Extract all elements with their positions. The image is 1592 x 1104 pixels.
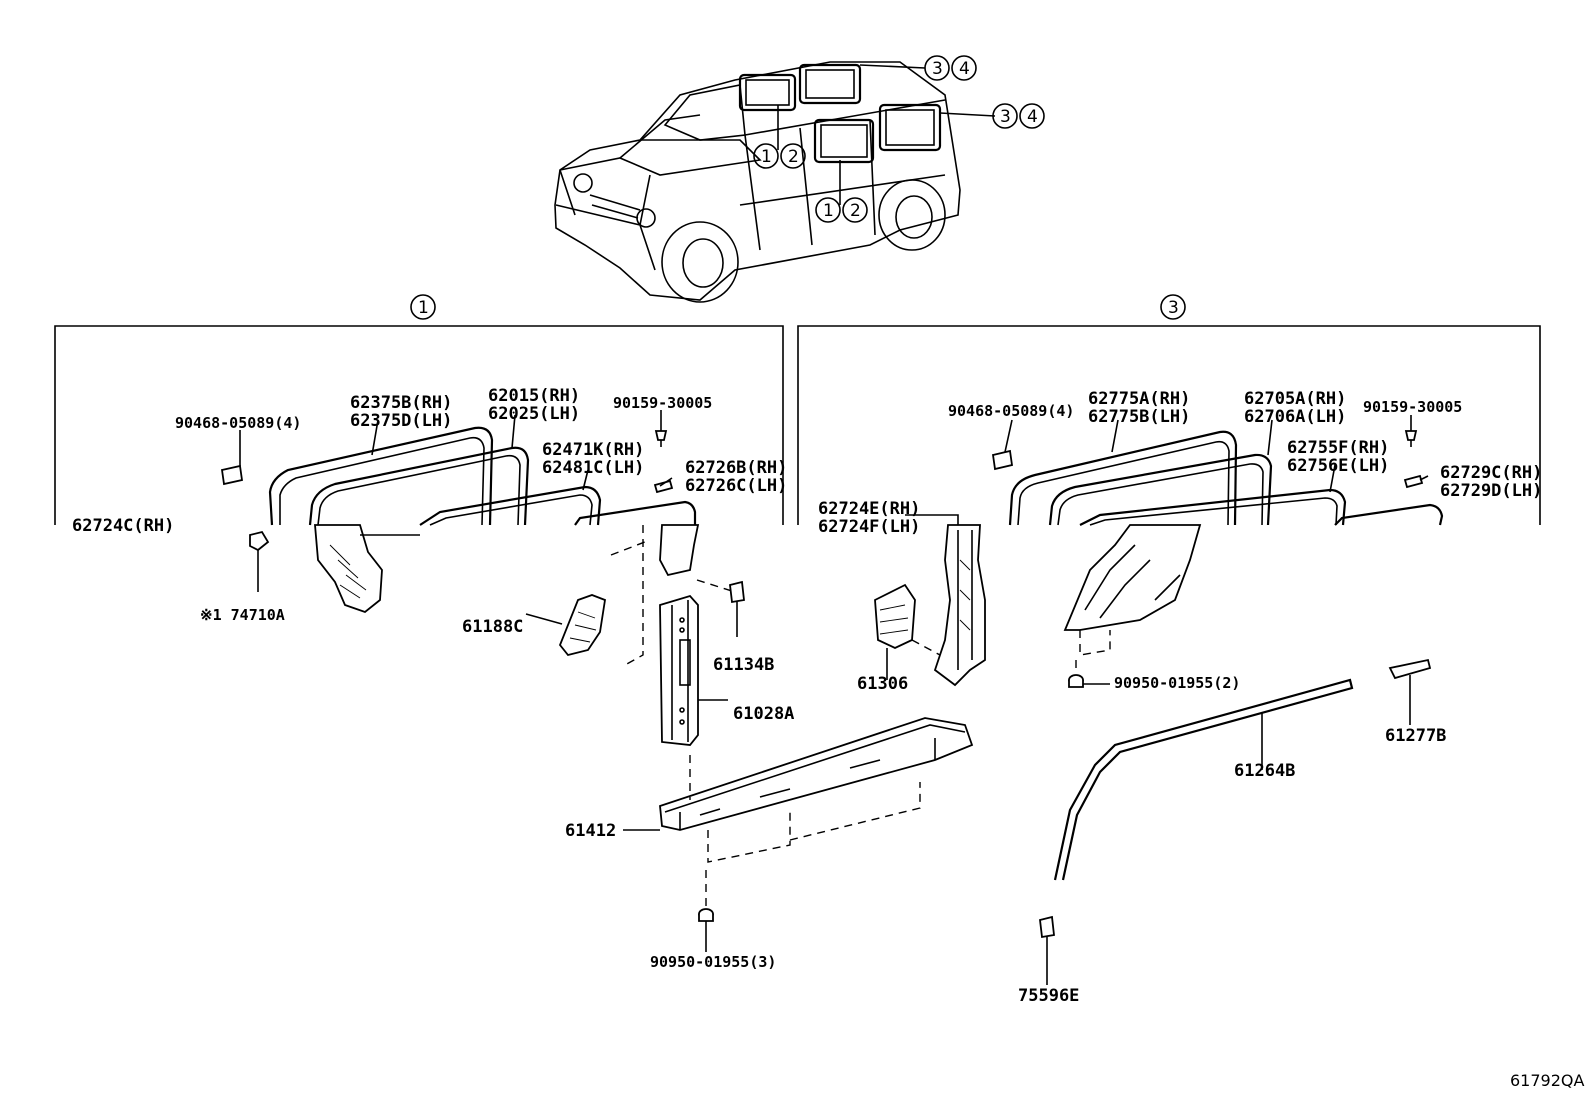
label-75596e: 75596E xyxy=(1018,986,1079,1006)
left-section-frame: 1 xyxy=(54,294,784,525)
label-62025: 62025(LH) xyxy=(488,404,580,424)
label-62726c: 62726C(LH) xyxy=(685,476,787,496)
label-62729c: 62729C(RH) xyxy=(1440,463,1542,483)
label-62775b: 62775B(LH) xyxy=(1088,407,1190,427)
right-labels: 90468-05089(4) 62775A(RH) 62775B(LH) 627… xyxy=(818,389,1542,1006)
callout-2: 2 xyxy=(788,147,799,167)
callout-1: 1 xyxy=(823,201,834,221)
left-section-title: 1 xyxy=(418,298,429,318)
diagram-code: 61792QA xyxy=(1510,1071,1584,1090)
label-90468-05089-right: 90468-05089(4) xyxy=(948,402,1074,420)
label-62375d: 62375D(LH) xyxy=(350,411,452,431)
label-74710a: ※1 74710A xyxy=(200,606,285,624)
callout-3: 3 xyxy=(932,59,943,79)
label-61134b: 61134B xyxy=(713,655,774,675)
label-62724c: 62724C(RH) xyxy=(72,516,174,536)
label-62729d: 62729D(LH) xyxy=(1440,481,1542,501)
label-62375b: 62375B(RH) xyxy=(350,393,452,413)
label-62755f: 62755F(RH) xyxy=(1287,438,1389,458)
label-62015: 62015(RH) xyxy=(488,386,580,406)
callout-3: 3 xyxy=(1000,107,1011,127)
left-labels: 90468-05089(4) 62375B(RH) 62375D(LH) 620… xyxy=(72,386,794,971)
label-62726b: 62726B(RH) xyxy=(685,458,787,478)
label-90159-30005-right: 90159-30005 xyxy=(1363,398,1462,416)
callout-4: 4 xyxy=(959,59,970,79)
callout-4: 4 xyxy=(1027,107,1038,127)
label-62756e: 62756E(LH) xyxy=(1287,456,1389,476)
label-61028a: 61028A xyxy=(733,704,794,724)
label-61277b: 61277B xyxy=(1385,726,1446,746)
label-62706a: 62706A(LH) xyxy=(1244,407,1346,427)
label-61188c: 61188C xyxy=(462,617,523,637)
label-62775a: 62775A(RH) xyxy=(1088,389,1190,409)
label-90159-30005-left: 90159-30005 xyxy=(613,394,712,412)
label-62724f: 62724F(LH) xyxy=(818,517,920,537)
right-section-frame: 3 xyxy=(797,294,1541,525)
label-90950-01955-right: 90950-01955(2) xyxy=(1114,674,1240,692)
label-61264b: 61264B xyxy=(1234,761,1295,781)
left-parts-drawing xyxy=(220,410,974,952)
right-section-title: 3 xyxy=(1168,298,1179,318)
vehicle-illustration xyxy=(554,61,996,303)
label-61412: 61412 xyxy=(565,821,616,841)
label-90468-05089-left: 90468-05089(4) xyxy=(175,414,301,432)
vehicle-callouts: 3 4 3 4 1 2 1 2 xyxy=(753,55,1045,223)
label-62481c: 62481C(LH) xyxy=(542,458,644,478)
callout-2: 2 xyxy=(850,201,861,221)
callout-1: 1 xyxy=(761,147,772,167)
label-90950-01955-left: 90950-01955(3) xyxy=(650,953,776,971)
label-62705a: 62705A(RH) xyxy=(1244,389,1346,409)
right-parts-drawing xyxy=(874,415,1444,985)
label-61306: 61306 xyxy=(857,674,908,694)
label-62724e: 62724E(RH) xyxy=(818,499,920,519)
label-62471k: 62471K(RH) xyxy=(542,440,644,460)
